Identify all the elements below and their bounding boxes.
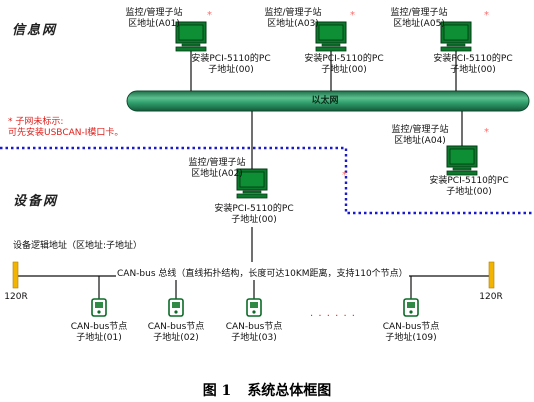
ethernet-bus — [126, 90, 530, 112]
asterisk-mark: * — [484, 10, 489, 21]
node-ellipsis: · · · · · · — [310, 311, 356, 322]
pc-sub-address: 子地址(00) — [231, 215, 277, 225]
station-title: 监控/管理子站 — [391, 125, 449, 135]
station-a04-label: 监控/管理子站 区地址(A04) — [370, 125, 470, 147]
station-a03-pc-label: 安装PCI-5110的PC 子地址(00) — [289, 54, 399, 76]
station-a01-label: 监控/管理子站 区地址(A01) — [104, 8, 204, 30]
node-title: CAN-bus节点 — [382, 322, 440, 332]
canbus-node-icon — [168, 298, 184, 317]
terminator-left-label: 120R — [4, 292, 28, 302]
pc-sub-address: 子地址(00) — [208, 65, 254, 75]
station-a02-pc-label: 安装PCI-5110的PC 子地址(00) — [199, 204, 309, 226]
pc-sub-address: 子地址(00) — [450, 65, 496, 75]
network-boundary — [0, 146, 534, 215]
asterisk-mark: * — [207, 10, 212, 21]
pc-card-label: 安装PCI-5110的PC — [433, 54, 513, 64]
ethernet-links — [190, 51, 463, 262]
station-a01-pc-label: 安装PCI-5110的PC 子地址(00) — [176, 54, 286, 76]
pc-icon — [446, 145, 478, 176]
figure-number: 图 1 — [202, 383, 232, 399]
node-sub-address: 子地址(109) — [385, 333, 437, 343]
station-a04-pc-label: 安装PCI-5110的PC 子地址(00) — [414, 176, 524, 198]
asterisk-mark: * — [342, 170, 347, 181]
station-a03-label: 监控/管理子站 区地址(A03) — [243, 8, 343, 30]
node-sub-address: 子地址(03) — [231, 333, 277, 343]
station-title: 监控/管理子站 — [188, 158, 246, 168]
subnet-note-line2: 可先安装USBCAN-I模口卡。 — [8, 128, 124, 138]
canbus-node-icon — [91, 298, 107, 317]
info-network-title: 信息网 — [12, 23, 58, 38]
canbus-node-icon — [403, 298, 419, 317]
canbus-node-01-label: CAN-bus节点 子地址(01) — [59, 322, 139, 344]
subnet-note-line1: * 子网未标示: — [8, 117, 64, 127]
figure-title: 系统总体框图 — [247, 383, 332, 399]
station-a05-label: 监控/管理子站 区地址(A05) — [369, 8, 469, 30]
terminator-left — [12, 261, 19, 289]
station-zone-address: 区地址(A03) — [267, 19, 319, 29]
station-zone-address: 区地址(A02) — [191, 169, 243, 179]
node-title: CAN-bus节点 — [147, 322, 205, 332]
ethernet-label: 以太网 — [311, 96, 339, 106]
device-network-title: 设备网 — [13, 194, 59, 209]
station-a05-pc-label: 安装PCI-5110的PC 子地址(00) — [418, 54, 528, 76]
canbus-node-109-label: CAN-bus节点 子地址(109) — [371, 322, 451, 344]
device-address-label: 设备逻辑地址（区地址:子地址） — [13, 241, 143, 251]
station-zone-address: 区地址(A05) — [393, 19, 445, 29]
figure-caption: 图 1 系统总体框图 — [0, 380, 534, 400]
node-title: CAN-bus节点 — [225, 322, 283, 332]
asterisk-mark: * — [484, 127, 489, 138]
station-title: 监控/管理子站 — [390, 8, 448, 18]
canbus-node-icon — [246, 298, 262, 317]
station-title: 监控/管理子站 — [125, 8, 183, 18]
node-sub-address: 子地址(01) — [76, 333, 122, 343]
station-a02-label: 监控/管理子站 区地址(A02) — [167, 158, 267, 180]
station-title: 监控/管理子站 — [264, 8, 322, 18]
subnet-note: * 子网未标示: 可先安装USBCAN-I模口卡。 — [8, 117, 123, 139]
node-title: CAN-bus节点 — [70, 322, 128, 332]
pc-card-label: 安装PCI-5110的PC — [214, 204, 294, 214]
canbus-node-03-label: CAN-bus节点 子地址(03) — [214, 322, 294, 344]
pc-card-label: 安装PCI-5110的PC — [429, 176, 509, 186]
pc-card-label: 安装PCI-5110的PC — [191, 54, 271, 64]
pc-sub-address: 子地址(00) — [446, 187, 492, 197]
node-sub-address: 子地址(02) — [153, 333, 199, 343]
station-zone-address: 区地址(A04) — [394, 136, 446, 146]
terminator-right-label: 120R — [479, 292, 503, 302]
canbus-label: CAN-bus 总线（直线拓扑结构，长度可达10KM距离，支持110个节点） — [116, 269, 409, 280]
pc-sub-address: 子地址(00) — [321, 65, 367, 75]
pc-card-label: 安装PCI-5110的PC — [304, 54, 384, 64]
terminator-right — [488, 261, 495, 289]
station-zone-address: 区地址(A01) — [128, 19, 180, 29]
canbus-node-02-label: CAN-bus节点 子地址(02) — [136, 322, 216, 344]
asterisk-mark: * — [350, 10, 355, 21]
